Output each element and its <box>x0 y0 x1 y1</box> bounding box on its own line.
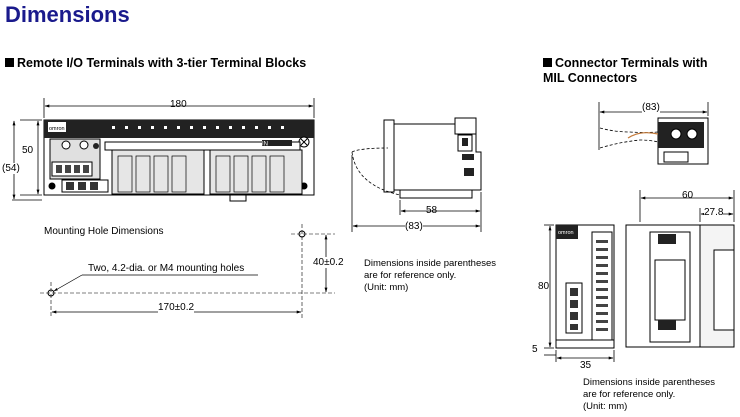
in-label: IN <box>262 142 268 148</box>
dim-hole-x-label: 170±0.2 <box>158 302 195 313</box>
remote-front-view <box>43 119 315 202</box>
section-remote-io-label: Remote I/O Terminals with 3-tier Termina… <box>17 56 307 70</box>
dim-hole-y-label: 40±0.2 <box>313 257 344 268</box>
note-line: (Unit: mm) <box>364 282 409 293</box>
section-connector-label-2: MIL Connectors <box>543 71 638 85</box>
dim-width-label: 180 <box>170 99 187 110</box>
brand-logo: omron <box>49 126 65 132</box>
connector-dim-top-ref-label: (83) <box>642 102 660 113</box>
connector-dim-height-label: 80 <box>538 281 550 292</box>
note-line: (Unit: mm) <box>583 401 628 412</box>
dim-height-label: 50 <box>22 145 34 156</box>
page-title: Dimensions <box>5 2 130 27</box>
section-connector-label-1: Connector Terminals with <box>555 56 708 70</box>
note-line: are for reference only. <box>364 270 457 281</box>
connector-dim-depth2-label: 27.8 <box>704 207 724 218</box>
bullet-square-icon <box>543 58 552 67</box>
mounting-hole-title: Mounting Hole Dimensions <box>44 226 164 237</box>
note-line: are for reference only. <box>583 389 676 400</box>
connector-dim-offset-label: 5 <box>532 344 538 355</box>
remote-side-view <box>351 117 482 199</box>
dim-side-depth-ref-label: (83) <box>405 221 423 232</box>
dim-side-depth-label: 58 <box>426 205 438 216</box>
connector-top-view <box>599 117 709 165</box>
mounting-hole-description: Two, 4.2-dia. or M4 mounting holes <box>88 263 245 274</box>
dim-height-ref-label: (54) <box>2 163 20 174</box>
section-remote-io: Remote I/O Terminals with 3-tier Termina… <box>5 56 306 70</box>
connector-dim-depth-label: 60 <box>682 190 694 201</box>
connector-brand-logo: omron <box>558 230 574 236</box>
connector-side-view <box>625 224 735 348</box>
note-line: Dimensions inside parentheses <box>364 258 497 269</box>
remote-reference-note: Dimensions inside parentheses are for re… <box>364 258 496 294</box>
connector-reference-note: Dimensions inside parentheses are for re… <box>583 377 715 413</box>
bullet-square-icon <box>5 58 14 67</box>
connector-dim-width-label: 35 <box>580 360 592 371</box>
connector-front-view <box>555 224 615 349</box>
note-line: Dimensions inside parentheses <box>583 377 716 388</box>
